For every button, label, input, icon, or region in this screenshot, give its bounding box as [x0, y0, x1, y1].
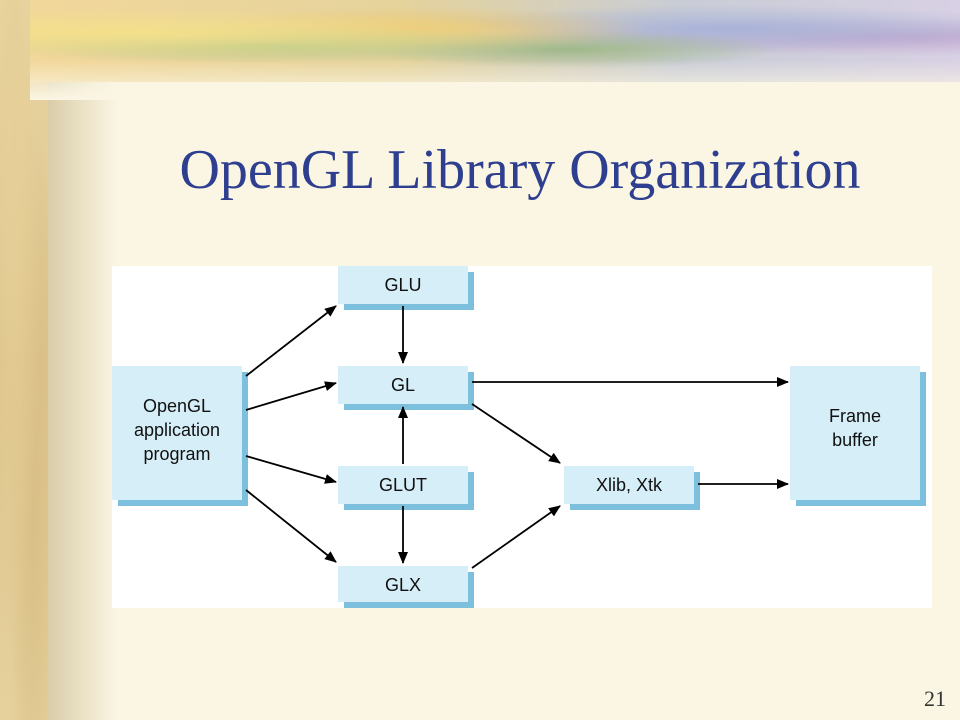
box-app-line2: application	[134, 420, 220, 440]
box-framebuffer: Frame buffer	[790, 366, 926, 506]
page-number: 21	[924, 686, 946, 711]
arrow-app-to-glut	[245, 455, 337, 484]
box-gl: GL	[338, 366, 474, 410]
arrow-app-to-gl	[245, 381, 337, 411]
box-app: OpenGL application program	[112, 366, 248, 506]
box-app-line3: program	[143, 444, 210, 464]
diagram-svg: OpenGL application program GLU GL GLUT G…	[112, 266, 932, 608]
box-app-line1: OpenGL	[143, 396, 211, 416]
arrow-glx-to-xlib	[471, 505, 561, 569]
sidebar-shadow	[48, 0, 118, 720]
box-glu: GLU	[338, 266, 474, 310]
arrow-app-to-glx	[245, 489, 337, 563]
box-gl-label: GL	[391, 375, 415, 395]
box-xlib-label: Xlib, Xtk	[596, 475, 663, 495]
box-glu-label: GLU	[384, 275, 421, 295]
box-glut: GLUT	[338, 466, 474, 510]
box-framebuffer-line2: buffer	[832, 430, 878, 450]
arrow-app-to-glu	[245, 305, 337, 377]
arrow-gl-to-xlib	[471, 403, 561, 464]
box-glx: GLX	[338, 566, 474, 608]
slide-title: OpenGL Library Organization	[179, 139, 861, 201]
box-xlib: Xlib, Xtk	[564, 466, 700, 510]
parchment-sidebar	[0, 0, 48, 720]
library-diagram: OpenGL application program GLU GL GLUT G…	[112, 266, 932, 608]
box-glut-label: GLUT	[379, 475, 427, 495]
box-framebuffer-line1: Frame	[829, 406, 881, 426]
banner-fade	[30, 60, 960, 100]
box-glx-label: GLX	[385, 575, 421, 595]
